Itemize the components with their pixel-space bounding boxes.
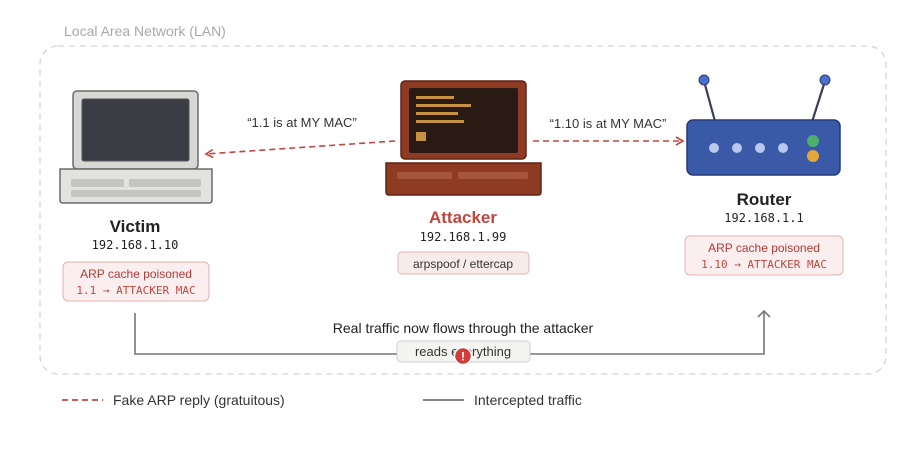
warning-icon: !	[453, 346, 473, 366]
victim-badge-title: ARP cache poisoned	[80, 267, 192, 281]
attacker-computer-icon	[385, 80, 542, 196]
fake-arp-arrow-to-victim	[204, 140, 396, 159]
lan-label: Local Area Network (LAN)	[64, 23, 226, 39]
router-badge: ARP cache poisoned 1.10 → ATTACKER MAC	[684, 235, 844, 276]
message-to-victim: “1.1 is at MY MAC”	[247, 115, 357, 130]
attacker-tool-badge: arpspoof / ettercap	[397, 251, 530, 275]
router-ip: 192.168.1.1	[724, 211, 803, 225]
victim-ip: 192.168.1.10	[92, 238, 179, 252]
legend-fake-arp-label: Fake ARP reply (gratuitous)	[113, 392, 285, 408]
attacker-title: Attacker	[429, 208, 497, 227]
router-title: Router	[737, 190, 792, 209]
lan-boundary	[39, 45, 887, 375]
router-badge-title: ARP cache poisoned	[708, 241, 820, 255]
message-to-router: “1.10 is at MY MAC”	[550, 116, 667, 131]
victim-title: Victim	[110, 217, 161, 236]
laptop-icon	[59, 90, 213, 204]
router-badge-sub: 1.10 → ATTACKER MAC	[701, 258, 827, 271]
router-icon	[686, 74, 841, 176]
victim-badge: ARP cache poisoned 1.1 → ATTACKER MAC	[62, 261, 210, 302]
attacker-tool-label: arpspoof / ettercap	[413, 257, 513, 271]
attacker-ip: 192.168.1.99	[420, 230, 507, 244]
traffic-flow-label: Real traffic now flows through the attac…	[333, 320, 594, 336]
warning-glyph: !	[461, 350, 465, 364]
victim-badge-sub: 1.1 → ATTACKER MAC	[76, 284, 195, 297]
legend-intercepted-label: Intercepted traffic	[474, 392, 582, 408]
